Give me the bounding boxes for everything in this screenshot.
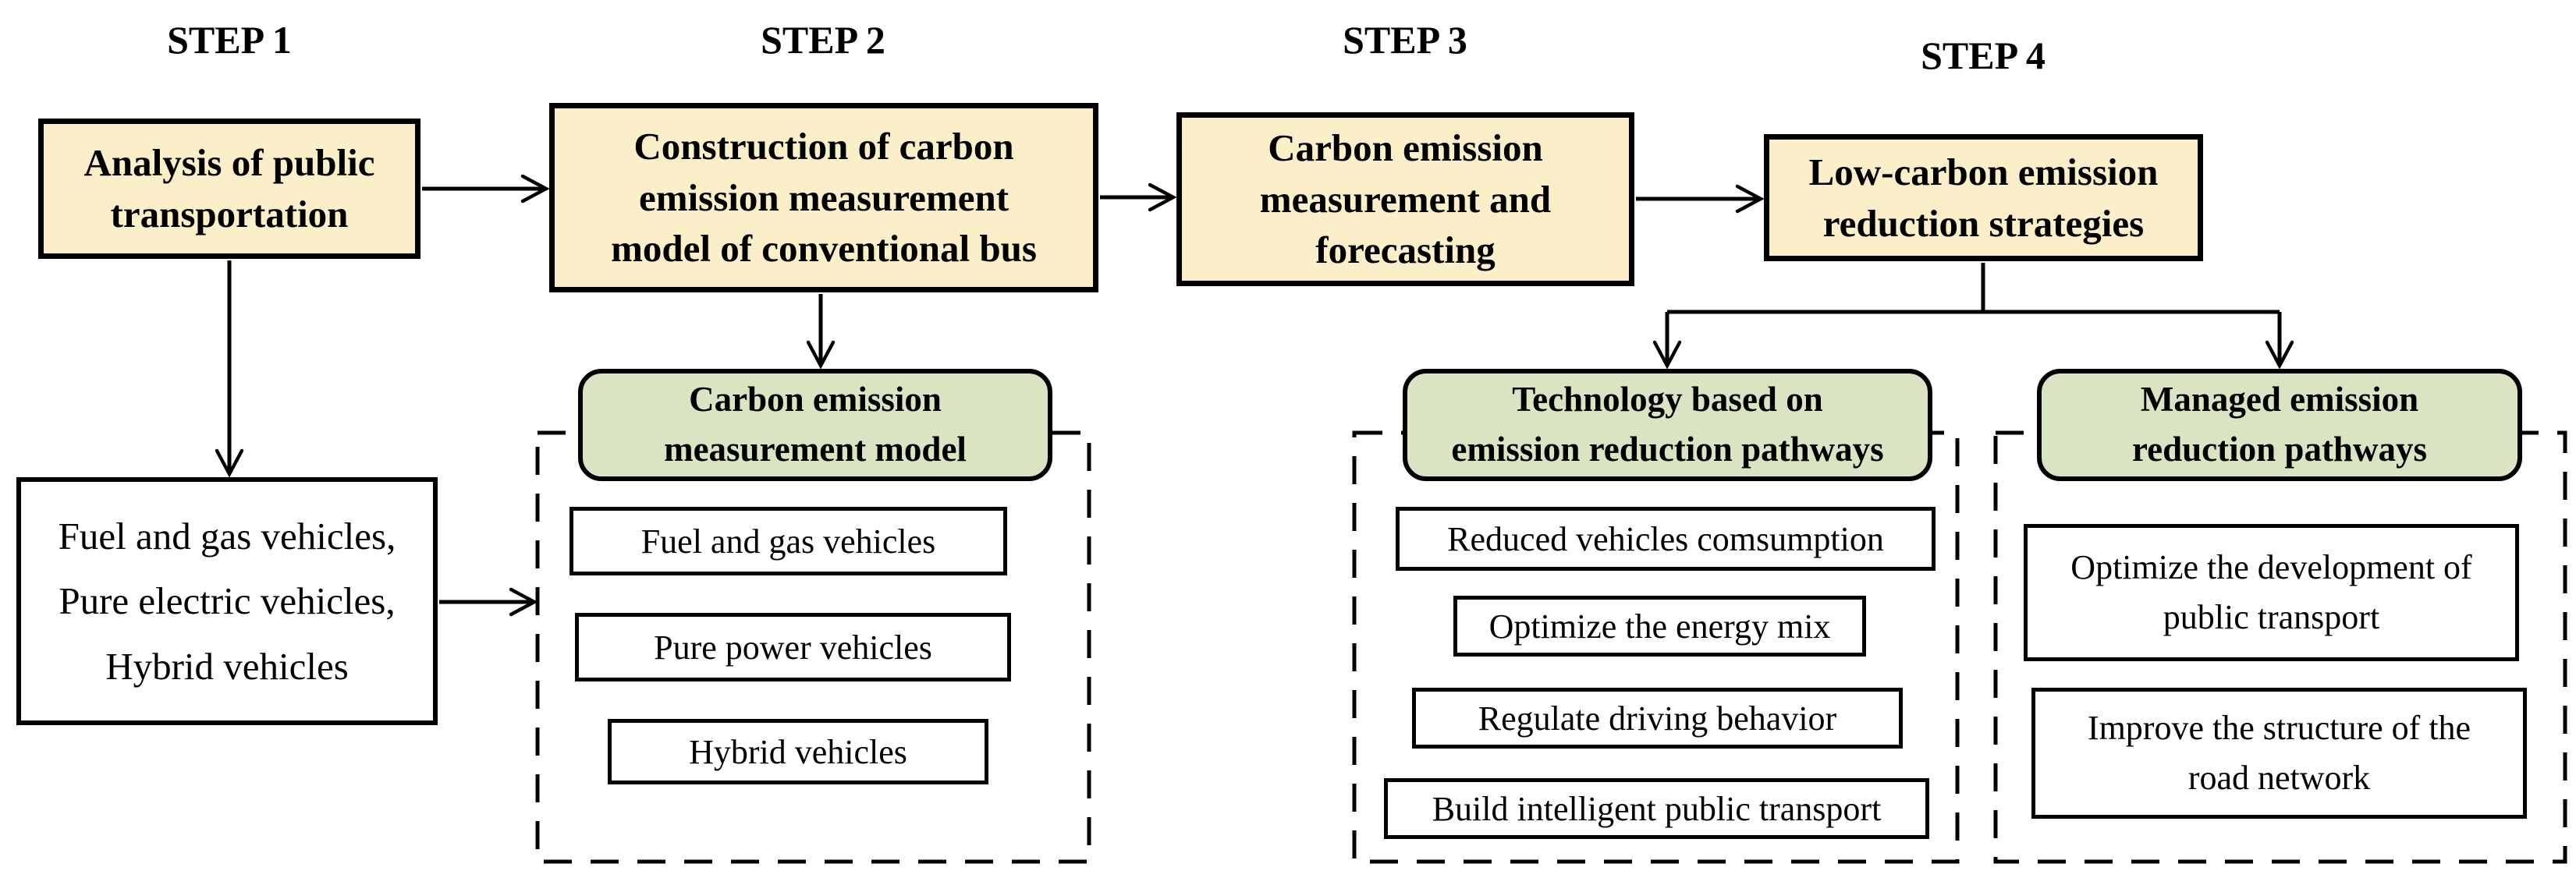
step4-strategies-box: Low-carbon emission reduction strategies [1764, 134, 2203, 261]
technology-item-reduced-consumption: Reduced vehicles comsumption [1396, 507, 1936, 571]
technology-item-driving-behavior: Regulate driving behavior [1412, 688, 1903, 749]
managed-header-box: Managed emission reduction pathways [2037, 369, 2522, 481]
technology-item-energy-mix: Optimize the energy mix [1453, 596, 1866, 657]
step-1-label: STEP 1 [167, 18, 292, 62]
model-item-hybrid: Hybrid vehicles [608, 719, 988, 784]
model-item-pure-power: Pure power vehicles [575, 613, 1011, 681]
step2-construction-box: Construction of carbon emission measurem… [549, 103, 1098, 292]
step-4-label: STEP 4 [1921, 34, 2046, 77]
model-header-box: Carbon emission measurement model [578, 369, 1052, 481]
step3-measurement-box: Carbon emission measurement and forecast… [1176, 112, 1634, 286]
managed-item-optimize-development: Optimize the development of public trans… [2024, 524, 2519, 661]
model-item-fuel-gas: Fuel and gas vehicles [569, 507, 1007, 575]
step-3-label: STEP 3 [1343, 18, 1467, 62]
step-2-label: STEP 2 [761, 18, 885, 62]
technology-item-intelligent-transport: Build intelligent public transport [1384, 778, 1929, 839]
technology-header-box: Technology based on emission reduction p… [1403, 369, 1932, 481]
step1-analysis-box: Analysis of public transportation [38, 119, 420, 259]
managed-item-road-network: Improve the structure of the road networ… [2031, 688, 2527, 819]
vehicle-types-box: Fuel and gas vehicles, Pure electric veh… [16, 477, 438, 725]
